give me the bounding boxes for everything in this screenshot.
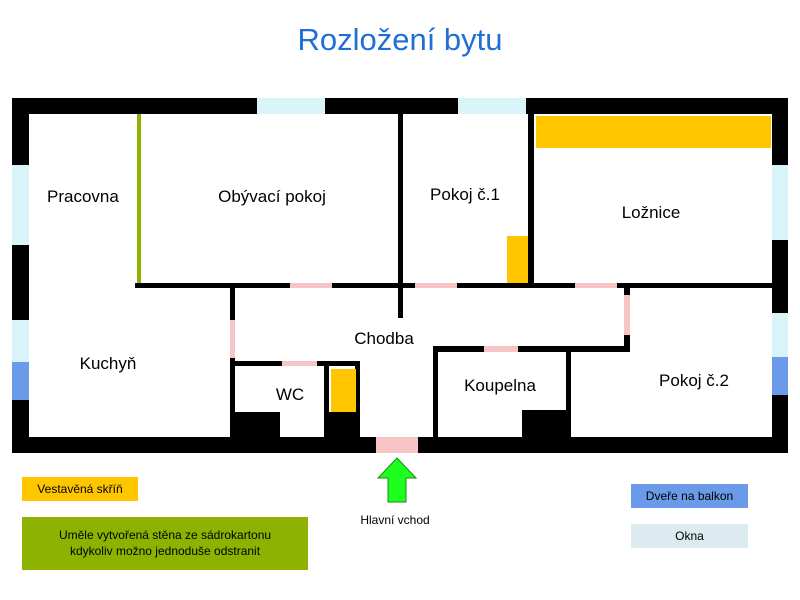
outer-wall-top [12, 98, 788, 114]
door-wc [282, 361, 317, 366]
room-label-obyvaci: Obývací pokoj [218, 187, 326, 206]
entrance-arrow-icon [376, 457, 418, 503]
room-label-chodba: Chodba [354, 329, 414, 348]
wall-corridor-divider [398, 283, 403, 318]
window-top-room1 [458, 98, 526, 114]
wall-bathroom-left [433, 346, 438, 437]
legend-drywall-line2: kdykoliv možno jednoduše odstranit [69, 544, 261, 558]
legend-wardrobe: Vestavěná skříň [22, 477, 138, 501]
room-label-wc: WC [276, 385, 304, 404]
door-bedroom [575, 283, 617, 288]
drywall-partition [137, 114, 141, 283]
window-top-living [257, 98, 325, 114]
window-right-bedroom [772, 165, 788, 240]
wall-wardrobe-right [355, 361, 360, 437]
legend-window: Okna [631, 524, 748, 548]
door-room1 [415, 283, 457, 288]
balcony-door-room2 [772, 357, 788, 395]
legend-balcony-door: Dveře na balkon [631, 484, 748, 508]
wall-wc-right [324, 361, 329, 437]
window-left-study [12, 165, 29, 245]
door-bathroom [484, 346, 518, 352]
room-label-kuchyn: Kuchyň [80, 354, 137, 373]
wall-corridor-bathroom [433, 346, 630, 352]
wall-kitchen-corridor [230, 288, 235, 437]
outer-wall-right [772, 98, 788, 453]
wall-living-room1 [398, 114, 403, 284]
entrance-label: Hlavní vchod [360, 513, 430, 527]
wall-block-wc [235, 412, 280, 437]
room-label-koupelna: Koupelna [464, 376, 536, 395]
room-label-pokoj2: Pokoj č.2 [659, 371, 729, 390]
window-right-room2 [772, 313, 788, 357]
wardrobe-room1 [507, 236, 528, 283]
room-label-loznice: Ložnice [622, 203, 681, 222]
wall-bathroom-room2 [566, 351, 571, 437]
balcony-door-kitchen [12, 362, 29, 400]
wall-block-hall [329, 412, 360, 437]
wardrobe-hall [331, 369, 356, 412]
door-living [290, 283, 332, 288]
legend-drywall: Uměle vytvořená stěna ze sádrokartonu kd… [22, 517, 308, 570]
room-label-pracovna: Pracovna [47, 187, 119, 206]
door-room2 [624, 295, 630, 335]
room-label-pokoj1: Pokoj č.1 [430, 185, 500, 204]
wall-room1-bedroom [528, 114, 534, 284]
wardrobe-bedroom [536, 116, 771, 148]
wall-block-bathroom [522, 410, 571, 437]
main-entrance-door [376, 437, 418, 453]
plan-title: Rozložení bytu [297, 22, 503, 57]
door-kitchen [230, 320, 235, 358]
legend-drywall-line1: Uměle vytvořená stěna ze sádrokartonu [58, 528, 272, 542]
window-left-kitchen [12, 320, 29, 362]
